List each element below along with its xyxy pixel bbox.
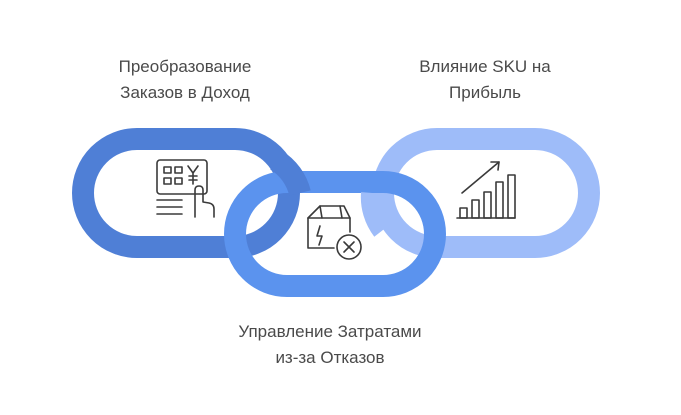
label-right-link: Влияние SKU на Прибыль <box>380 54 590 106</box>
pos-terminal-yen-icon <box>156 159 215 218</box>
label-middle-line-2: из-за Отказов <box>275 348 385 367</box>
label-left-line-2: Заказов в Доход <box>120 83 250 102</box>
label-right-line-2: Прибыль <box>449 83 521 102</box>
chain-link-middle <box>224 171 446 297</box>
label-middle-link: Управление Затратами из-за Отказов <box>200 319 460 371</box>
label-left-link: Преобразование Заказов в Доход <box>80 54 290 106</box>
label-right-line-1: Влияние SKU на <box>419 57 551 76</box>
bar-chart-growth-icon <box>456 161 516 219</box>
chain-link-right-overlap <box>360 192 393 237</box>
label-left-line-1: Преобразование <box>118 57 252 76</box>
label-middle-line-1: Управление Затратами <box>238 322 422 341</box>
chain-link-left-overlap <box>269 150 311 197</box>
damaged-box-cancel-icon <box>307 205 362 260</box>
